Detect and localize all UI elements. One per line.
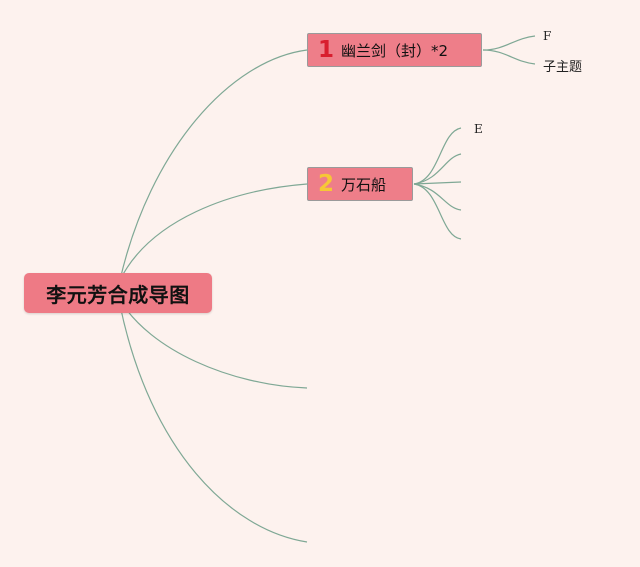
- branch-1-child-2[interactable]: 子主题: [543, 60, 583, 75]
- branch-1-label: 幽兰剑（封）*2: [341, 41, 449, 60]
- branch-2-child-1[interactable]: E: [474, 122, 483, 136]
- branch-node-2[interactable]: 2 万石船: [307, 167, 413, 201]
- connector-branch-2-child-2: [413, 153, 462, 185]
- branch-1-child-1[interactable]: F: [543, 29, 552, 43]
- connector-root-branch-3: [119, 299, 308, 389]
- connector-branch-2-child-1: [413, 127, 462, 185]
- connector-branch-1-child-2: [482, 49, 536, 65]
- connector-branch-1-child-1: [482, 35, 536, 51]
- root-node[interactable]: 李元芳合成导图: [24, 273, 212, 313]
- branch-1-number: 1: [318, 36, 335, 63]
- branch-node-1[interactable]: 1 幽兰剑（封）*2: [307, 33, 482, 67]
- connector-root-branch-4: [119, 304, 308, 543]
- connector-root-branch-1: [119, 49, 308, 281]
- root-node-label: 李元芳合成导图: [46, 282, 190, 307]
- branch-2-number: 2: [318, 170, 335, 197]
- connector-branch-2-child-3: [413, 181, 462, 185]
- connector-branch-2-child-5: [413, 183, 462, 240]
- connector-root-branch-2: [119, 183, 308, 281]
- connector-branch-2-child-4: [413, 183, 462, 211]
- branch-2-label: 万石船: [341, 175, 387, 194]
